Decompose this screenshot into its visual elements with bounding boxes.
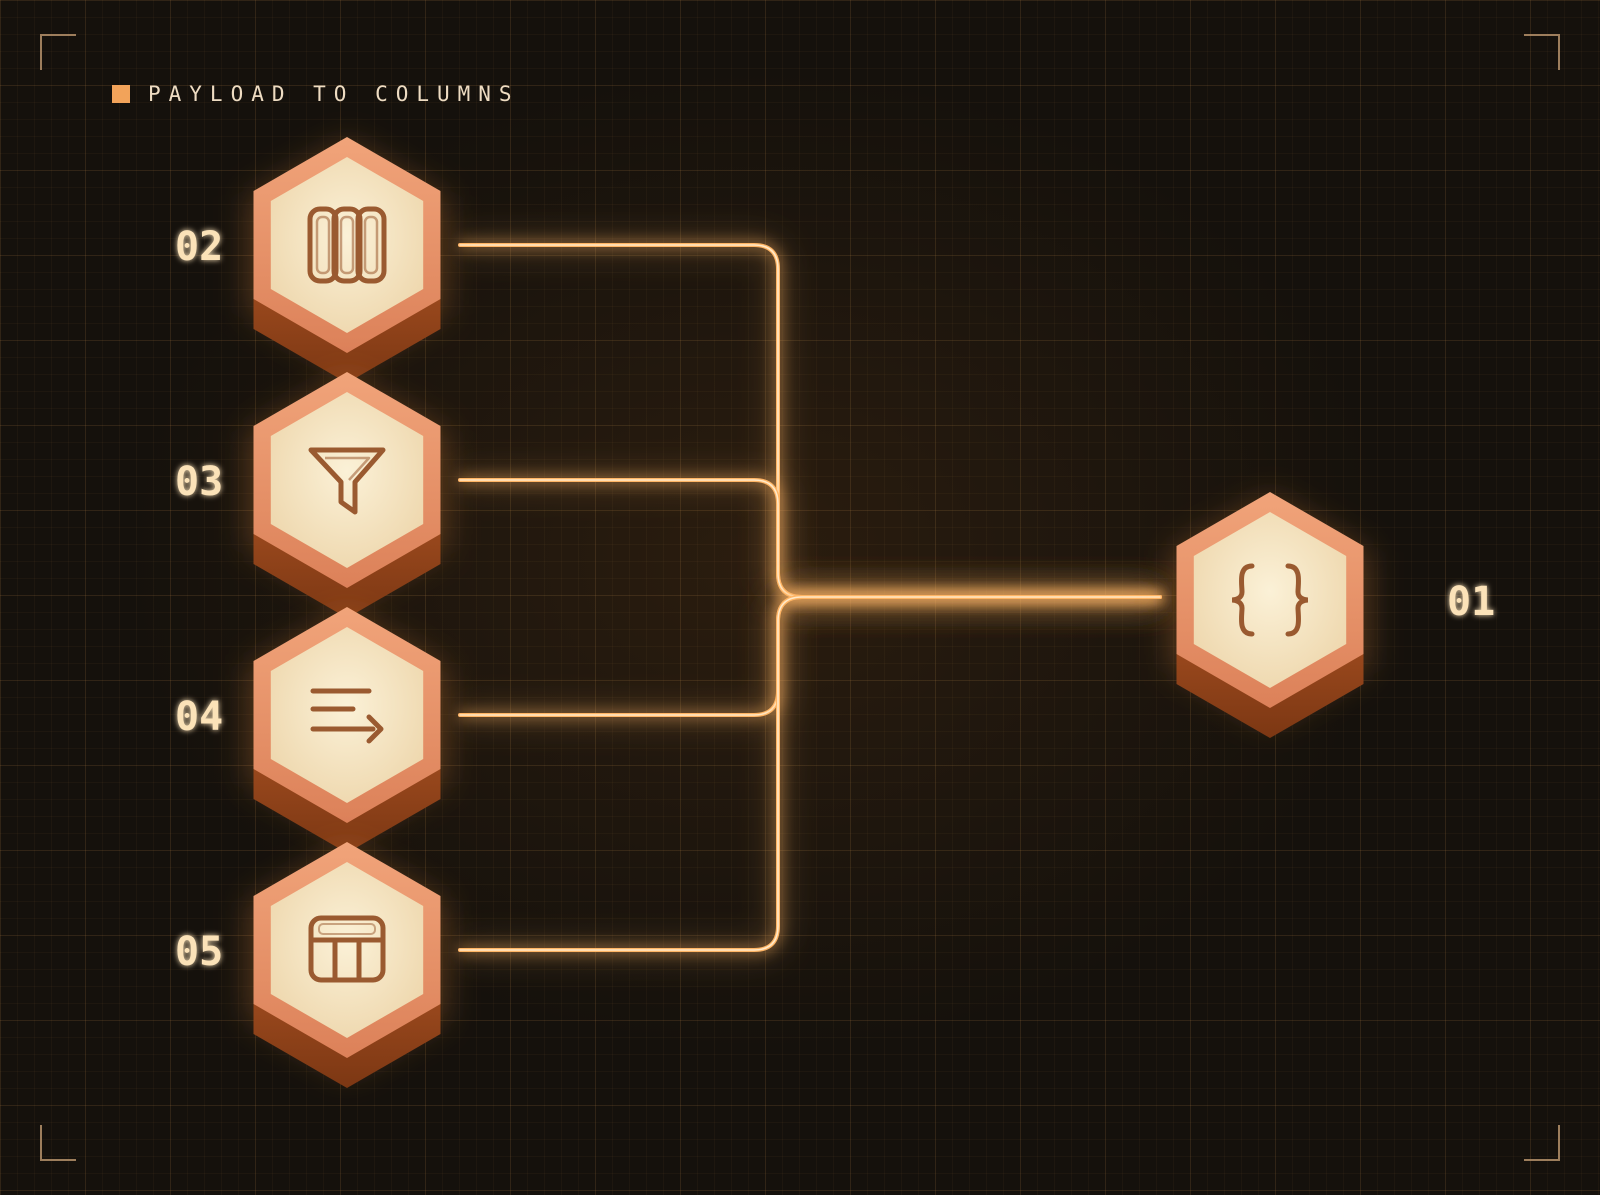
title-text: PAYLOAD TO COLUMNS bbox=[148, 82, 520, 106]
node-label-05: 05 bbox=[175, 929, 223, 975]
filter-funnel-icon bbox=[308, 447, 386, 515]
node-05[interactable]: 05 bbox=[175, 842, 446, 1088]
connector-01-02 bbox=[458, 240, 1162, 602]
corner-bracket-bottom-left bbox=[40, 1125, 76, 1161]
title-square-icon bbox=[112, 85, 130, 103]
columns-icon bbox=[307, 206, 387, 284]
node-label-04: 04 bbox=[175, 694, 223, 740]
hex-face bbox=[270, 627, 424, 803]
hex-face bbox=[270, 862, 424, 1038]
connector-lines bbox=[458, 240, 1162, 955]
text-wrap-arrow-icon bbox=[310, 688, 384, 744]
connector-01-04 bbox=[458, 592, 1162, 720]
hex-face bbox=[270, 392, 424, 568]
node-label-01: 01 bbox=[1447, 579, 1495, 625]
node-03[interactable]: 03 bbox=[175, 372, 446, 618]
corner-bracket-bottom-right bbox=[1524, 1125, 1560, 1161]
node-04[interactable]: 04 bbox=[175, 607, 446, 853]
node-label-02: 02 bbox=[175, 224, 223, 270]
hex-face bbox=[1193, 512, 1347, 688]
nodes: 01 02 03 04 05 bbox=[175, 137, 1495, 1088]
node-02[interactable]: 02 bbox=[175, 137, 446, 383]
curly-braces-icon bbox=[1231, 563, 1309, 637]
corner-bracket-top-left bbox=[40, 34, 76, 70]
node-label-03: 03 bbox=[175, 459, 223, 505]
hex-face bbox=[270, 157, 424, 333]
connector-01-03 bbox=[458, 475, 1162, 602]
node-01[interactable]: 01 bbox=[1171, 492, 1495, 738]
connector-01-05 bbox=[458, 592, 1162, 955]
diagram-title: PAYLOAD TO COLUMNS bbox=[112, 82, 520, 106]
table-layout-icon bbox=[308, 915, 386, 983]
corner-bracket-top-right bbox=[1524, 34, 1560, 70]
